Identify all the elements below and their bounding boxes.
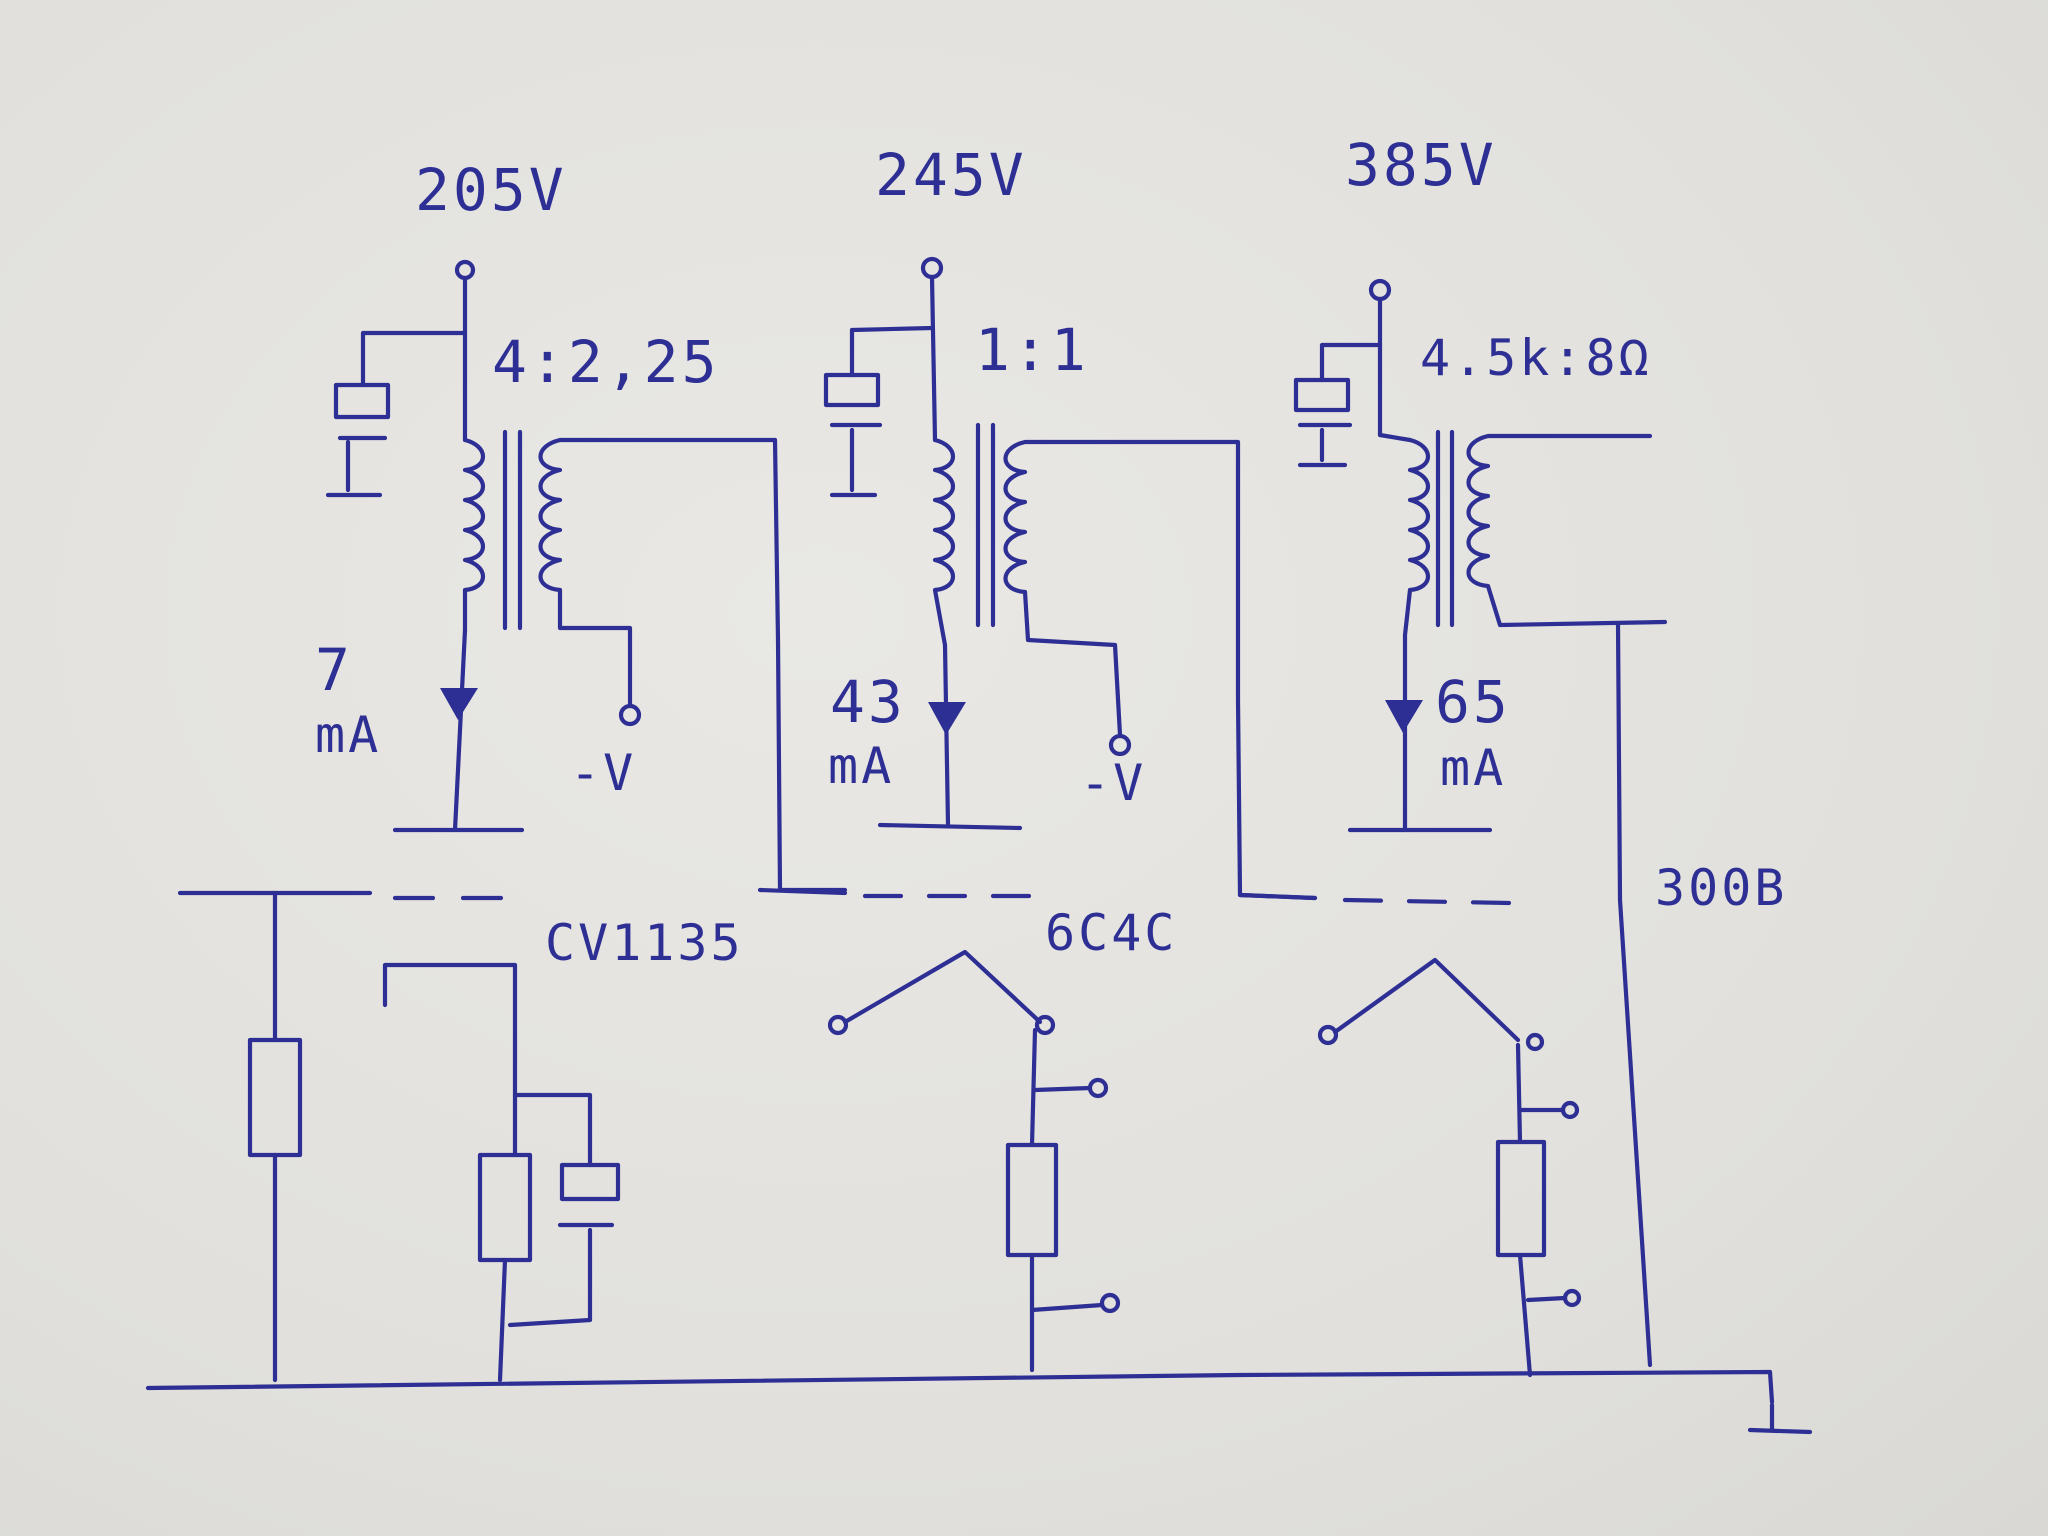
stage-2-secondary-coil <box>1003 439 1123 738</box>
output-tap-1-terminal <box>1560 1100 1580 1120</box>
stage-3-core <box>1435 429 1455 628</box>
output-filament-terminal-left <box>1317 1024 1339 1046</box>
driver-cathode-lead <box>1029 1027 1038 1373</box>
stage-3-current-value: 65 <box>1435 668 1511 736</box>
stage-1-bypass-capacitor <box>333 382 391 420</box>
stage-2-secondary-out <box>1042 439 1318 901</box>
stage-2-voltage: 245V <box>875 141 1027 209</box>
stage-3-secondary-coil <box>1466 433 1668 628</box>
stage-3-transformer-ratio: 4.5k:8Ω <box>1420 329 1652 387</box>
ground-bus <box>145 1369 1775 1405</box>
stage-3-current-unit: mA <box>1440 739 1506 797</box>
output-tap-2-terminal <box>1562 1288 1582 1308</box>
stage-1-cap-lead <box>360 330 468 388</box>
stage-2-core <box>975 422 996 628</box>
stage-2-current-arrow <box>928 702 966 735</box>
driver-filament <box>842 949 1043 1025</box>
cathode-1-lead <box>382 962 518 1158</box>
stage-3-b-plus-terminal <box>1368 278 1392 302</box>
stage-1-cap-plates <box>325 435 388 498</box>
grid-resistor <box>247 1037 303 1158</box>
stage-2-primary-lead <box>929 274 938 443</box>
stage-1-current-unit: mA <box>315 706 381 764</box>
stage-2-primary-coil <box>932 437 955 648</box>
output-tube-label: 300B <box>1655 859 1787 917</box>
ground-symbol-plate <box>1747 1427 1813 1435</box>
stage-1: 205V 4:2,25 -V 7 mA <box>315 156 848 893</box>
cathode-1-cap-plates <box>497 1222 615 1383</box>
output-filament-terminal-right <box>1525 1032 1545 1052</box>
output-cathode-lead <box>1515 1042 1533 1378</box>
stage-3-primary-coil <box>1402 437 1430 638</box>
stage-3-current-arrow <box>1385 700 1423 733</box>
stage-3-cathode <box>1317 957 1582 1378</box>
stage-1-neg-bias-label: -V <box>570 744 636 802</box>
stage-3-voltage: 385V <box>1345 131 1497 199</box>
stage-3-cap-plates <box>1297 422 1353 468</box>
stage-3-primary-top <box>1377 432 1413 443</box>
stage-2-anode-plate <box>877 822 1023 831</box>
driver-tap-1 <box>1032 1085 1093 1093</box>
stage-2-plate-lead <box>942 642 951 828</box>
stage-2-neg-bias-label: -V <box>1080 754 1146 812</box>
stage-1-transformer-ratio: 4:2,25 <box>492 328 720 396</box>
stage-2-cathode: 6C4C <box>827 904 1177 1373</box>
stage-3-grid-dashes <box>1342 897 1513 906</box>
driver-tube-label: 6C4C <box>1045 904 1177 962</box>
stage-1-plate-lead <box>452 627 468 833</box>
stage-1-neg-bias-terminal <box>618 703 642 727</box>
cathode-1-cap-lead <box>512 1092 593 1168</box>
stage-1-current-arrow <box>440 688 478 720</box>
stage-3-cap-lead <box>1319 342 1383 383</box>
stage-2-current-unit: mA <box>828 737 894 795</box>
stage-1-b-plus-terminal <box>454 259 476 281</box>
driver-filament-terminal-right <box>1034 1014 1056 1036</box>
output-filament <box>1332 957 1521 1043</box>
input-grid-network <box>247 890 303 1383</box>
stage-2-cap-plates <box>829 422 883 498</box>
stage-1-primary-coil <box>462 437 485 633</box>
stage-2: 245V 1:1 -V 43 mA <box>823 141 1318 901</box>
driver-tap-2 <box>1029 1302 1105 1313</box>
stage-2-bypass-capacitor <box>823 372 881 408</box>
stage-1-secondary-coil <box>538 437 633 708</box>
stage-1-cathode: CV1135 <box>382 914 744 1383</box>
stage-1-secondary-out <box>582 437 848 893</box>
stage-2-current-value: 43 <box>830 668 906 736</box>
stage-3-grid-line <box>1237 892 1318 901</box>
output-cathode-resistor <box>1495 1139 1547 1258</box>
stage-3-secondary-return <box>1615 620 1653 1368</box>
input-tube-label: CV1135 <box>545 914 744 972</box>
output-tap-2 <box>1525 1295 1568 1303</box>
cathode-1-resistor <box>477 1152 533 1263</box>
cathode-1-capacitor <box>559 1162 621 1202</box>
stage-2-neg-bias-terminal <box>1108 733 1132 757</box>
stage-2-b-plus-terminal <box>920 256 944 280</box>
stage-1-current-value: 7 <box>315 636 353 704</box>
stage-1-voltage: 205V <box>415 156 567 224</box>
stage-2-grid-line <box>757 887 848 896</box>
driver-tap-2-terminal <box>1099 1292 1121 1314</box>
driver-cathode-resistor <box>1005 1142 1059 1258</box>
stage-1-core <box>502 429 523 631</box>
stage-3: 385V 4.5k:8Ω 300B 65 mA <box>1293 131 1787 1368</box>
stage-3-bypass-capacitor <box>1293 377 1351 413</box>
driver-tap-1-terminal <box>1087 1077 1109 1099</box>
driver-filament-terminal-left <box>827 1014 849 1036</box>
stage-2-cap-lead <box>849 325 935 378</box>
stage-2-transformer-ratio: 1:1 <box>975 316 1089 384</box>
